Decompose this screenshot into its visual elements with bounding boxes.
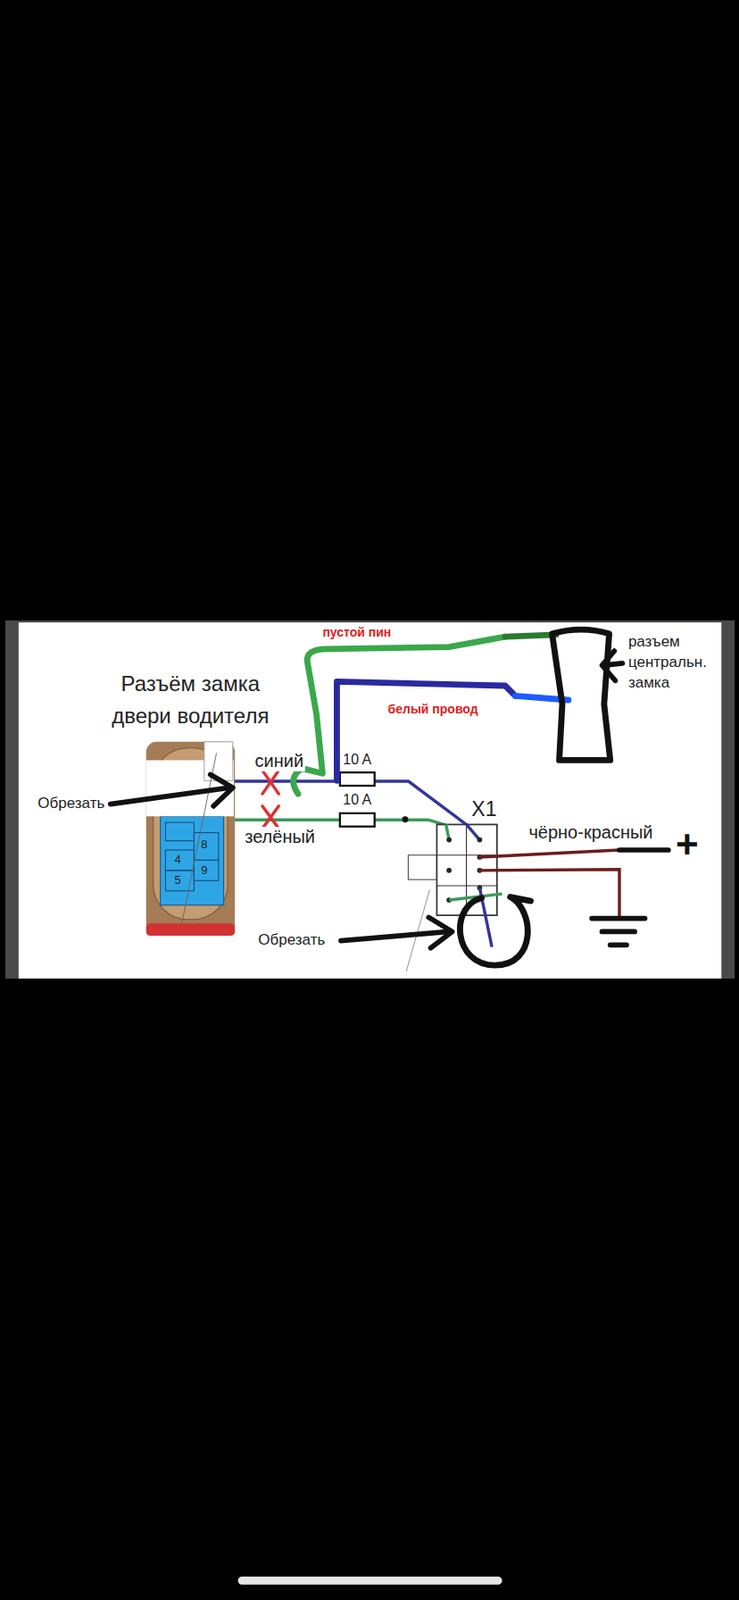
- cut-arrow: [340, 930, 449, 940]
- power-wires: [479, 849, 668, 945]
- home-indicator: [238, 1576, 503, 1585]
- panel-frame: [5, 620, 735, 979]
- wire-color: синий: [253, 750, 307, 772]
- pin-number: 9: [200, 863, 208, 878]
- node-heading: разъем центральн. замка: [628, 631, 727, 694]
- junction-dot: [402, 815, 409, 823]
- fuse-rating: 10 A: [342, 751, 372, 768]
- pin-number: 5: [174, 873, 182, 888]
- fuse-rating: 10 A: [342, 791, 372, 808]
- black-red-wire: [479, 849, 620, 857]
- cut-marks: [262, 770, 279, 829]
- pin-number: 8: [200, 838, 208, 852]
- green-added-wire: [505, 634, 557, 637]
- x1-grid: [436, 884, 497, 886]
- green-added-wire: [293, 636, 506, 794]
- hand-drawn-wires: [293, 634, 569, 794]
- fuse-symbol: [340, 772, 375, 786]
- pointer-arrow-head: [602, 650, 616, 681]
- scan-artifact-line: [182, 752, 217, 923]
- cut-note: Обрезать: [37, 794, 105, 813]
- pin-cells: [165, 822, 218, 891]
- wire-color: зелёный: [242, 826, 317, 847]
- wire-note: пустой пин: [322, 624, 391, 640]
- blue-added-wire: [336, 680, 515, 781]
- connector-body: [146, 741, 235, 936]
- door-lock-connector: Разъём замка двери водителя: [146, 741, 235, 936]
- black-red-wire: [479, 869, 620, 917]
- fuses: [340, 772, 409, 827]
- wire-note: белый провод: [388, 701, 479, 716]
- pointer-arrows: [110, 650, 623, 965]
- central-lock-connector-outline: [552, 629, 611, 760]
- connector-pin-field: [160, 815, 225, 905]
- cut-arrow: [110, 787, 230, 804]
- plus-lead: [619, 846, 669, 853]
- white-panel: [18, 622, 722, 979]
- wire-color: чёрно-красный: [528, 822, 653, 843]
- node-heading: X1: [471, 797, 497, 821]
- plus-sign: +: [675, 824, 699, 864]
- connector-red-strip: [146, 922, 235, 936]
- node-heading: Разъём замка двери водителя: [90, 667, 291, 732]
- x1-latch: [407, 855, 437, 880]
- scan-artifact-line: [406, 889, 430, 972]
- x1-pins: [446, 837, 482, 903]
- x1-grid: [465, 823, 467, 915]
- cut-arrow-head: [428, 916, 452, 947]
- ground-symbol: [591, 918, 645, 946]
- fuse-symbol: [340, 813, 375, 827]
- central-lock-connector: разъем центральн. замка: [551, 630, 611, 761]
- door-connector-drawing: [146, 741, 235, 936]
- cut-loop: [459, 896, 531, 966]
- x1-connector: X1: [436, 824, 497, 916]
- cut-note: Обрезать: [257, 930, 325, 949]
- x1-connector-drawing: [407, 823, 502, 947]
- cut-arrow-head: [210, 773, 233, 806]
- pin-number: 4: [174, 853, 182, 867]
- blue-wire-stub: [466, 823, 481, 839]
